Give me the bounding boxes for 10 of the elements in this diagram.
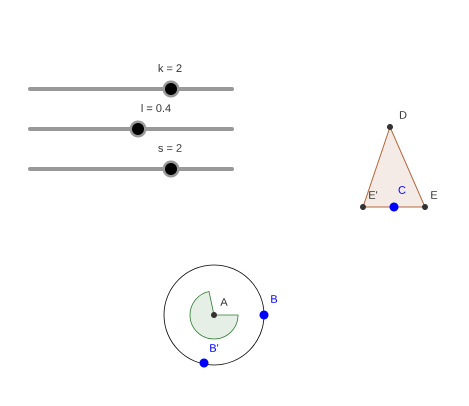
point-label: B	[271, 295, 278, 303]
point-label: E'	[369, 191, 378, 199]
point-label: C	[398, 186, 406, 194]
point-label: B'	[210, 344, 218, 352]
point-label: E	[431, 191, 438, 199]
slider-value: k = 2	[158, 64, 182, 72]
slider-value: l = 0.4	[142, 104, 171, 112]
point-label: D	[400, 111, 406, 119]
point-label: A	[220, 298, 228, 306]
slider-value: s = 2	[158, 144, 182, 152]
